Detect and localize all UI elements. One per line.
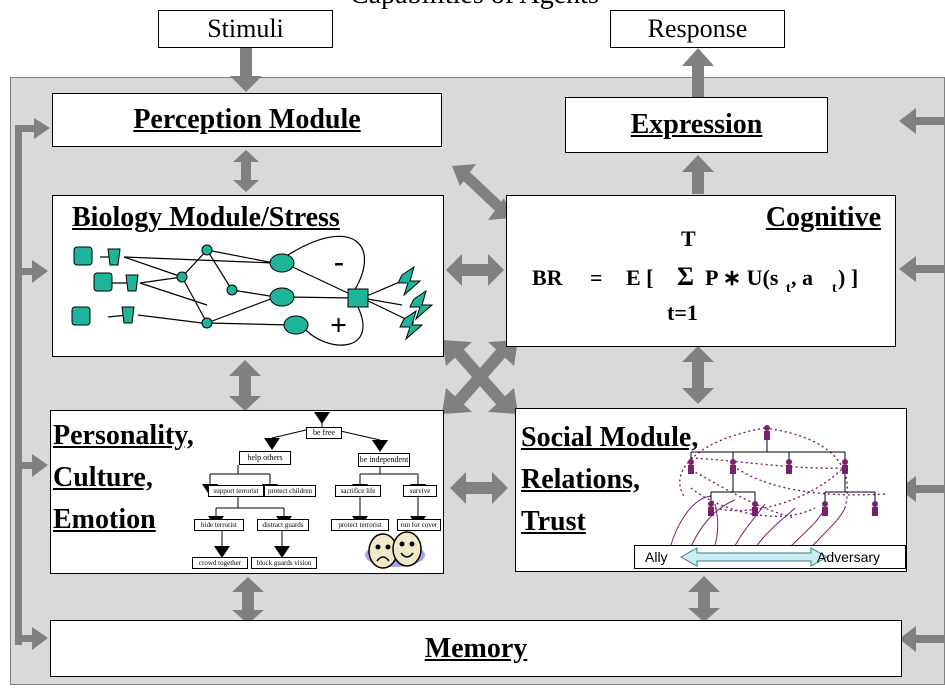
personality-title-line2: Culture, bbox=[53, 462, 153, 493]
goal-node-sacrifice-life: sacrifice life bbox=[335, 485, 381, 497]
social-agent-figure bbox=[730, 459, 736, 474]
perception-module: Perception Module bbox=[52, 93, 442, 147]
eq-expectation: E [ bbox=[626, 265, 654, 290]
social-title-line3: Trust bbox=[521, 506, 586, 537]
social-title-block: Social Module, Relations, Trust bbox=[521, 417, 698, 543]
eq-lhs: BR bbox=[532, 265, 564, 290]
social-agent-figure bbox=[822, 501, 828, 516]
goal-node-protect-children: protect children bbox=[264, 485, 316, 497]
biology-title: Biology Module/Stress bbox=[72, 202, 340, 233]
goal-node-hide-terrorist: hide terrorist bbox=[194, 519, 244, 531]
social-agent-figure bbox=[764, 425, 770, 440]
eq-close: ) ] bbox=[838, 265, 858, 290]
eq-term: P ∗ U(s bbox=[705, 265, 779, 290]
double-arrow-biology-cognitive bbox=[446, 254, 504, 286]
social-agent-figure bbox=[842, 459, 848, 474]
stimuli-arrow bbox=[230, 48, 262, 92]
goal-node-survive: survive bbox=[403, 485, 437, 497]
left-feedback-bus bbox=[15, 118, 50, 650]
eq-sub-a: t bbox=[832, 281, 837, 296]
social-agent-figure bbox=[786, 459, 792, 474]
social-agent-figure bbox=[872, 501, 878, 516]
personality-title-block: Personality, Culture, Emotion bbox=[53, 415, 194, 541]
goal-node-support-terrorist: support terrorist bbox=[208, 485, 264, 497]
double-arrow-personality-memory bbox=[232, 577, 264, 624]
double-arrow-personality-social bbox=[450, 472, 508, 504]
biology-plus-sign: + bbox=[330, 309, 347, 342]
memory-title: Memory bbox=[424, 632, 528, 664]
personality-title-line3: Emotion bbox=[53, 504, 156, 535]
page-title: Capabilities of Agents bbox=[350, 0, 599, 11]
stimuli-box: Stimuli bbox=[158, 10, 333, 48]
response-arrow bbox=[682, 48, 714, 98]
ally-label: Ally bbox=[645, 549, 668, 565]
cognitive-title: Cognitive bbox=[765, 202, 881, 233]
cognitive-module: Cognitive T BR = E [ Σ P ∗ U(s t , a t )… bbox=[506, 195, 896, 347]
biology-module: Biology Module/Stress bbox=[52, 195, 444, 357]
eq-lower-limit: t=1 bbox=[667, 300, 698, 325]
arrow-cognitive-expression bbox=[682, 155, 714, 194]
goal-node-distract-guards: distract guards bbox=[257, 519, 309, 531]
ally-adversary-double-arrow bbox=[679, 547, 829, 567]
eq-equals: = bbox=[590, 265, 603, 290]
biology-network-diagram: - + bbox=[71, 235, 434, 346]
perception-title: Perception Module bbox=[133, 104, 361, 135]
goal-node-root: be free bbox=[306, 427, 342, 439]
personality-title-line1: Personality, bbox=[53, 420, 194, 451]
eq-sub-s: t bbox=[786, 281, 791, 296]
ally-adversary-scale: Ally Adversary bbox=[634, 545, 906, 569]
right-feedback-arrows bbox=[899, 108, 945, 652]
goal-node-block-guards-vision: block guards vision bbox=[251, 557, 317, 569]
eq-comma: , a bbox=[791, 265, 813, 290]
eq-sigma: Σ bbox=[677, 262, 694, 291]
theater-masks-icon bbox=[365, 531, 425, 569]
personality-module: Personality, Culture, Emotion bbox=[50, 410, 444, 574]
goal-node-crowd-together: crowd together bbox=[192, 557, 248, 569]
double-arrow-cognitive-social bbox=[682, 346, 714, 404]
social-title-line1: Social Module, bbox=[521, 422, 699, 453]
cross-arrows bbox=[442, 340, 518, 414]
goal-node-protect-terrorist: protect terrorist bbox=[331, 519, 389, 531]
diagonal-arrow-perception-cognitive bbox=[452, 164, 512, 220]
cognitive-equation: T BR = E [ Σ P ∗ U(s t , a t ) ] t=1 bbox=[532, 226, 858, 325]
memory-module: Memory bbox=[50, 620, 902, 677]
social-title-line2: Relations, bbox=[521, 464, 640, 495]
biology-minus-sign: - bbox=[334, 245, 344, 278]
social-module: Social Module, Relations, Trust Ally Adv… bbox=[515, 408, 907, 572]
social-agent-figure bbox=[688, 459, 694, 474]
adversary-label: Adversary bbox=[817, 549, 881, 565]
expression-module: Expression bbox=[565, 97, 828, 153]
double-arrow-perception-biology bbox=[233, 150, 259, 192]
double-arrow-biology-personality bbox=[229, 360, 261, 411]
social-agent-figure bbox=[708, 501, 714, 516]
expression-title: Expression bbox=[630, 109, 763, 140]
response-box: Response bbox=[610, 10, 785, 48]
goal-node-run-for-cover: run for cover bbox=[397, 519, 441, 531]
stimuli-label: Stimuli bbox=[207, 14, 284, 43]
goal-node-be-independent: be independent bbox=[358, 453, 410, 467]
response-label: Response bbox=[647, 14, 748, 43]
social-agent-figure bbox=[752, 501, 758, 516]
double-arrow-social-memory bbox=[688, 576, 720, 622]
eq-upper-limit: T bbox=[681, 226, 696, 251]
goal-node-help-others: help others bbox=[239, 451, 291, 465]
